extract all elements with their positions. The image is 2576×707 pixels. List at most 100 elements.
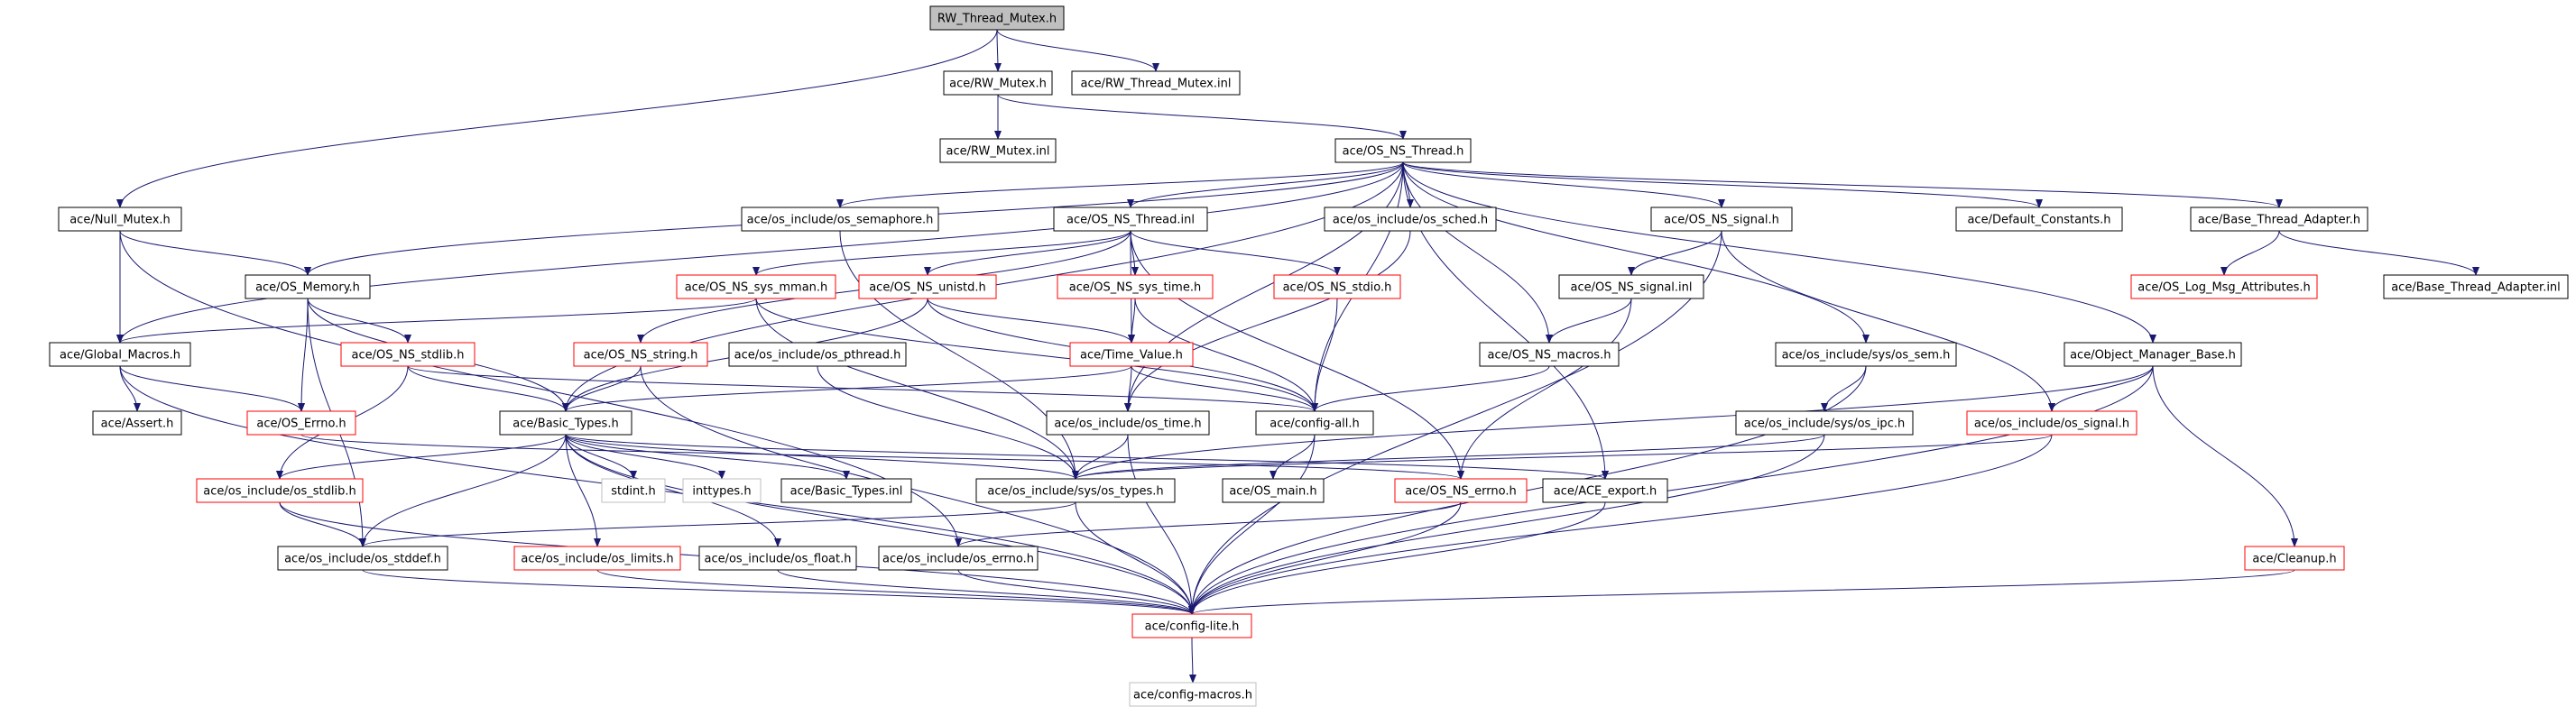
- node-label: ace/Default_Constants.h: [1967, 214, 2110, 227]
- node-os-ns-thread-inl[interactable]: ace/OS_NS_Thread.inl: [1053, 207, 1208, 232]
- node-assert-h[interactable]: ace/Assert.h: [92, 410, 182, 436]
- edge-basic_types_h-to-ace_export_h: [565, 434, 1609, 480]
- node-base-thread-adapter-inl[interactable]: ace/Base_Thread_Adapter.inl: [2383, 274, 2569, 299]
- node-os-ns-signal-h[interactable]: ace/OS_NS_signal.h: [1650, 207, 1793, 232]
- node-os-memory-h[interactable]: ace/OS_Memory.h: [245, 274, 371, 299]
- edge-os_ns_thread_h-to-os_ns_thread_inl: [1127, 161, 1404, 208]
- node-label: ace/RW_Mutex.inl: [946, 145, 1050, 159]
- node-box: [698, 546, 857, 571]
- node-rw-mutex-h[interactable]: ace/RW_Mutex.h: [943, 70, 1053, 96]
- node-box: [1775, 342, 1957, 367]
- node-default-constants-h[interactable]: ace/Default_Constants.h: [1955, 207, 2123, 232]
- node-os-limits-h[interactable]: ace/os_include/os_limits.h: [513, 546, 681, 571]
- node-sys-os-types-h[interactable]: ace/os_include/sys/os_types.h: [975, 478, 1176, 503]
- edge-global_macros_h-to-os_errno_h: [119, 365, 305, 412]
- node-rw-thread-mutex-inl[interactable]: ace/RW_Thread_Mutex.inl: [1071, 70, 1241, 96]
- node-os-errno-inc-h[interactable]: ace/os_include/os_errno.h: [878, 546, 1039, 571]
- node-os-stdlib-h[interactable]: ace/os_include/os_stdlib.h: [196, 478, 364, 503]
- edge-rw_mutex_h-to-os_ns_thread_h: [997, 94, 1407, 140]
- edge-os_signal_h-to-config_lite_h: [1188, 434, 2053, 615]
- node-label: ace/OS_NS_errno.h: [1405, 485, 1517, 499]
- node-os-ns-macros-h[interactable]: ace/OS_NS_macros.h: [1479, 342, 1620, 367]
- node-os-sched-h[interactable]: ace/os_include/os_sched.h: [1324, 207, 1497, 232]
- node-label: ace/OS_NS_string.h: [584, 349, 698, 363]
- node-global-macros-h[interactable]: ace/Global_Macros.h: [49, 342, 191, 367]
- node-os-log-msg-attributes-h[interactable]: ace/OS_Log_Msg_Attributes.h: [2130, 274, 2318, 299]
- edge-os_ns_thread_h-to-global_macros_h: [116, 161, 1404, 344]
- node-basic-types-inl[interactable]: ace/Basic_Types.inl: [780, 478, 912, 503]
- node-box: [1324, 207, 1497, 232]
- node-label: ace/os_include/sys/os_ipc.h: [1744, 418, 1905, 431]
- node-stdint-h: stdint.h: [601, 478, 666, 503]
- node-box: [741, 207, 939, 232]
- edge-config_all_h-to-os_main_h: [1270, 434, 1316, 480]
- node-box: [1558, 274, 1704, 299]
- edge-sys_os_sem_h-to-sys_os_ipc_h: [1821, 365, 1867, 412]
- node-label: ace/OS_NS_signal.inl: [1570, 281, 1692, 295]
- node-box: [2383, 274, 2569, 299]
- node-sys-os-sem-h[interactable]: ace/os_include/sys/os_sem.h: [1775, 342, 1957, 367]
- node-box: [1222, 478, 1325, 503]
- node-os-ns-string-h[interactable]: ace/OS_NS_string.h: [573, 342, 708, 367]
- node-ace-export-h[interactable]: ace/ACE_export.h: [1542, 478, 1668, 503]
- node-os-ns-thread-h[interactable]: ace/OS_NS_Thread.h: [1334, 138, 1472, 163]
- node-label: ace/os_include/os_sched.h: [1333, 214, 1488, 227]
- node-label: ace/Base_Thread_Adapter.inl: [2391, 281, 2561, 295]
- node-box: [1129, 682, 1257, 707]
- edge-base_thread_adapter_h-to-os_log_msg_attributes_h: [2221, 230, 2280, 276]
- edge-os_ns_unistd_h-to-time_value_h: [927, 298, 1135, 344]
- edge-rw_thread_mutex_h-to-rw_mutex_h: [993, 29, 1002, 72]
- node-config-all-h[interactable]: ace/config-all.h: [1255, 410, 1374, 436]
- edge-os_ns_stdlib_h-to-basic_types_h: [407, 365, 569, 412]
- node-sys-os-ipc-h[interactable]: ace/os_include/sys/os_ipc.h: [1735, 410, 1914, 436]
- node-os-ns-stdio-h[interactable]: ace/OS_NS_stdio.h: [1273, 274, 1401, 299]
- node-os-stddef-h[interactable]: ace/os_include/os_stddef.h: [277, 546, 448, 571]
- node-box: [1955, 207, 2123, 232]
- edge-os_ns_signal_inl-to-os_ns_errno_h: [1457, 298, 1632, 480]
- edge-sys_os_ipc_h-to-sys_os_types_h: [1072, 434, 1825, 480]
- node-os-float-h[interactable]: ace/os_include/os_float.h: [698, 546, 857, 571]
- node-os-ns-sys-time-h[interactable]: ace/OS_NS_sys_time.h: [1057, 274, 1214, 299]
- node-box: [196, 478, 364, 503]
- node-object-manager-base-h[interactable]: ace/Object_Manager_Base.h: [2064, 342, 2242, 367]
- node-os-main-h[interactable]: ace/OS_main.h: [1222, 478, 1325, 503]
- node-os-ns-unistd-h[interactable]: ace/OS_NS_unistd.h: [858, 274, 997, 299]
- node-box: [1131, 613, 1252, 638]
- node-rw-mutex-inl[interactable]: ace/RW_Mutex.inl: [939, 138, 1057, 163]
- edge-os_ns_stdio_h-to-config_all_h: [1311, 298, 1338, 412]
- node-box: [1334, 138, 1472, 163]
- node-time-value-h[interactable]: ace/Time_Value.h: [1069, 342, 1194, 367]
- node-os-signal-h[interactable]: ace/os_include/os_signal.h: [1966, 410, 2137, 436]
- node-box: [499, 410, 632, 436]
- node-label: ace/OS_main.h: [1229, 485, 1316, 499]
- node-box: [1966, 410, 2137, 436]
- node-box: [1046, 410, 1210, 436]
- node-os-pthread-h[interactable]: ace/os_include/os_pthread.h: [728, 342, 907, 367]
- node-label: ace/Basic_Types.inl: [790, 485, 903, 499]
- edge-basic_types_h-to-os_stddef_h: [359, 434, 567, 547]
- edge-os_ns_signal_h-to-os_signal_h: [1721, 230, 2055, 412]
- node-base-thread-adapter-h[interactable]: ace/Base_Thread_Adapter.h: [2190, 207, 2368, 232]
- node-cleanup-h[interactable]: ace/Cleanup.h: [2244, 546, 2345, 571]
- edge-basic_types_h-to-os_stdlib_h: [276, 434, 567, 480]
- node-box: [858, 274, 997, 299]
- edge-os_sched_h-to-os_time_h: [1124, 230, 1411, 412]
- node-os-semaphore-h[interactable]: ace/os_include/os_semaphore.h: [741, 207, 939, 232]
- node-box: [58, 207, 182, 232]
- edge-os_semaphore_h-to-sys_os_types_h: [839, 230, 1079, 480]
- node-os-ns-errno-h[interactable]: ace/OS_NS_errno.h: [1394, 478, 1528, 503]
- node-null-mutex-h[interactable]: ace/Null_Mutex.h: [58, 207, 182, 232]
- edge-os_ns_signal_h-to-os_ns_signal_inl: [1628, 230, 1722, 276]
- edge-os_ns_thread_h-to-sys_os_sem_h: [1402, 161, 1870, 344]
- edge-basic_types_h-to-basic_types_inl: [565, 434, 850, 480]
- node-os-ns-sys-mman-h[interactable]: ace/OS_NS_sys_mman.h: [676, 274, 836, 299]
- node-config-lite-h[interactable]: ace/config-lite.h: [1131, 613, 1252, 638]
- node-os-ns-stdlib-h[interactable]: ace/OS_NS_stdlib.h: [340, 342, 475, 367]
- node-os-errno-h[interactable]: ace/OS_Errno.h: [246, 410, 356, 436]
- edge-os_ns_signal_inl-to-os_ns_macros_h: [1546, 298, 1632, 344]
- node-os-time-h[interactable]: ace/os_include/os_time.h: [1046, 410, 1210, 436]
- node-os-ns-signal-inl[interactable]: ace/OS_NS_signal.inl: [1558, 274, 1704, 299]
- node-basic-types-h[interactable]: ace/Basic_Types.h: [499, 410, 632, 436]
- node-box: [939, 138, 1057, 163]
- edge-cleanup_h-to-config_lite_h: [1188, 569, 2295, 615]
